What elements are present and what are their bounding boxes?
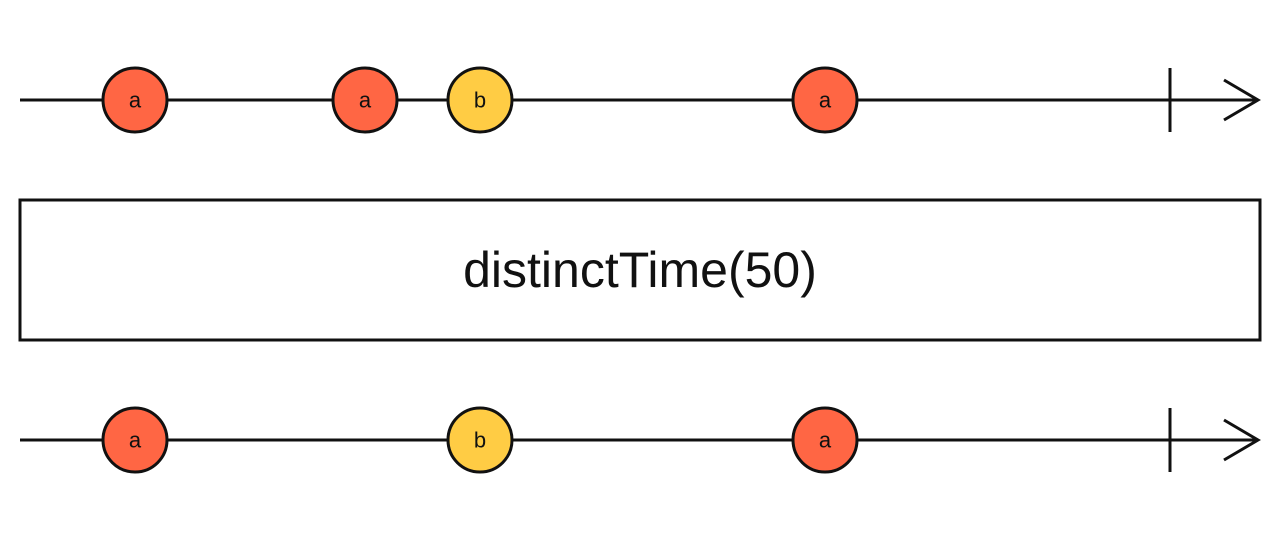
operator-box-frame [18,198,1262,342]
output-marble-circle [791,406,859,474]
input-marble-circle [101,66,169,134]
operator-label: distinctTime(50) [463,242,817,298]
input-marble: a [331,66,399,134]
input-marble-circle [791,66,859,134]
output-marble-circle [446,406,514,474]
input-marble-label: a [819,88,832,113]
output-marble-label: b [474,428,486,453]
input-marble: b [446,66,514,134]
input-arrow-head [1223,78,1261,122]
operator-box: distinctTime(50) [18,198,1262,342]
output-marble-circle [101,406,169,474]
output-marble-label: a [129,428,142,453]
input-marble-label: a [129,88,142,113]
output-marble: b [446,406,514,474]
input-marble-label: a [359,88,372,113]
input-marble-label: b [474,88,486,113]
input-marble-circle [446,66,514,134]
output-marble: a [791,406,859,474]
output-marble-label: a [819,428,832,453]
input-marble: a [101,66,169,134]
output-arrow-head [1223,418,1261,462]
output-marble: a [101,406,169,474]
input-marble: a [791,66,859,134]
input-marble-circle [331,66,399,134]
